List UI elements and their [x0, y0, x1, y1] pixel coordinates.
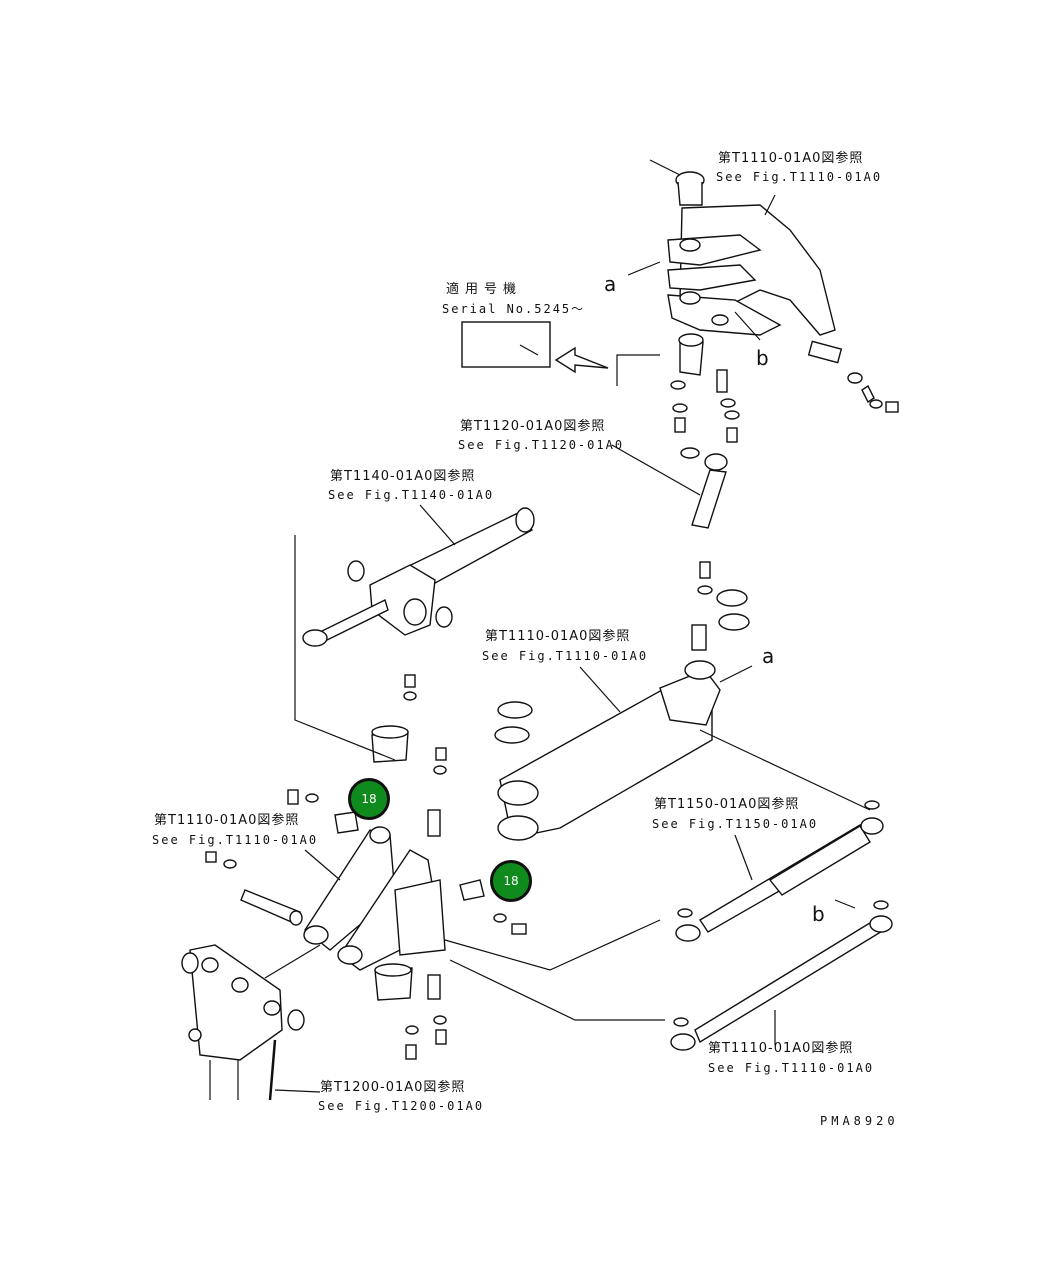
- ref-label-en: See Fig.T1120-01A0: [458, 438, 625, 452]
- ref-label-en: See Fig.T1110-01A0: [708, 1061, 875, 1075]
- ref-label-en: See Fig.T1150-01A0: [652, 817, 819, 831]
- ref-label-en: See Fig.T1110-01A0: [716, 170, 883, 184]
- top-bracket: [667, 171, 836, 336]
- ref-label-jp: 第T1120-01A0図参照: [460, 419, 606, 434]
- ref-label-jp: 第T1110-01A0図参照: [485, 629, 631, 644]
- serial-label-en: Serial No.5245～: [442, 302, 586, 316]
- ref-label-jp: 第T1200-01A0図参照: [320, 1080, 466, 1095]
- part-number-badge[interactable]: 18: [490, 860, 532, 902]
- cylinder-t1140: [302, 507, 535, 647]
- part-number-badge[interactable]: 18: [348, 778, 390, 820]
- ref-label-jp: 第T1110-01A0図参照: [708, 1041, 854, 1056]
- ref-label-jp: 第T1110-01A0図参照: [154, 813, 300, 828]
- ref-label-jp: 第T1110-01A0図参照: [718, 151, 864, 166]
- ref-label-en: See Fig.T1110-01A0: [152, 833, 319, 847]
- leader-lines: [264, 159, 871, 1093]
- ref-label-en: See Fig.T1110-01A0: [482, 649, 649, 663]
- serial-box: [461, 321, 551, 368]
- arm-t1110: [494, 561, 750, 841]
- drawing-code: PMA8920: [820, 1114, 899, 1128]
- serial-label-jp: 適用号機: [446, 282, 523, 297]
- lower-linkage: [240, 725, 485, 1001]
- marker-a: a: [762, 644, 775, 668]
- ref-label-jp: 第T1140-01A0図参照: [330, 469, 476, 484]
- marker-a: a: [604, 272, 617, 296]
- hardware-stack-top: [670, 380, 740, 459]
- hardware-small: [205, 674, 527, 1060]
- ref-label-en: See Fig.T1140-01A0: [328, 488, 495, 502]
- ref-label-en: See Fig.T1200-01A0: [318, 1099, 485, 1113]
- ref-label-jp: 第T1150-01A0図参照: [654, 797, 800, 812]
- marker-b: b: [756, 346, 769, 370]
- boom-t1200: [181, 944, 305, 1101]
- marker-b: b: [812, 902, 825, 926]
